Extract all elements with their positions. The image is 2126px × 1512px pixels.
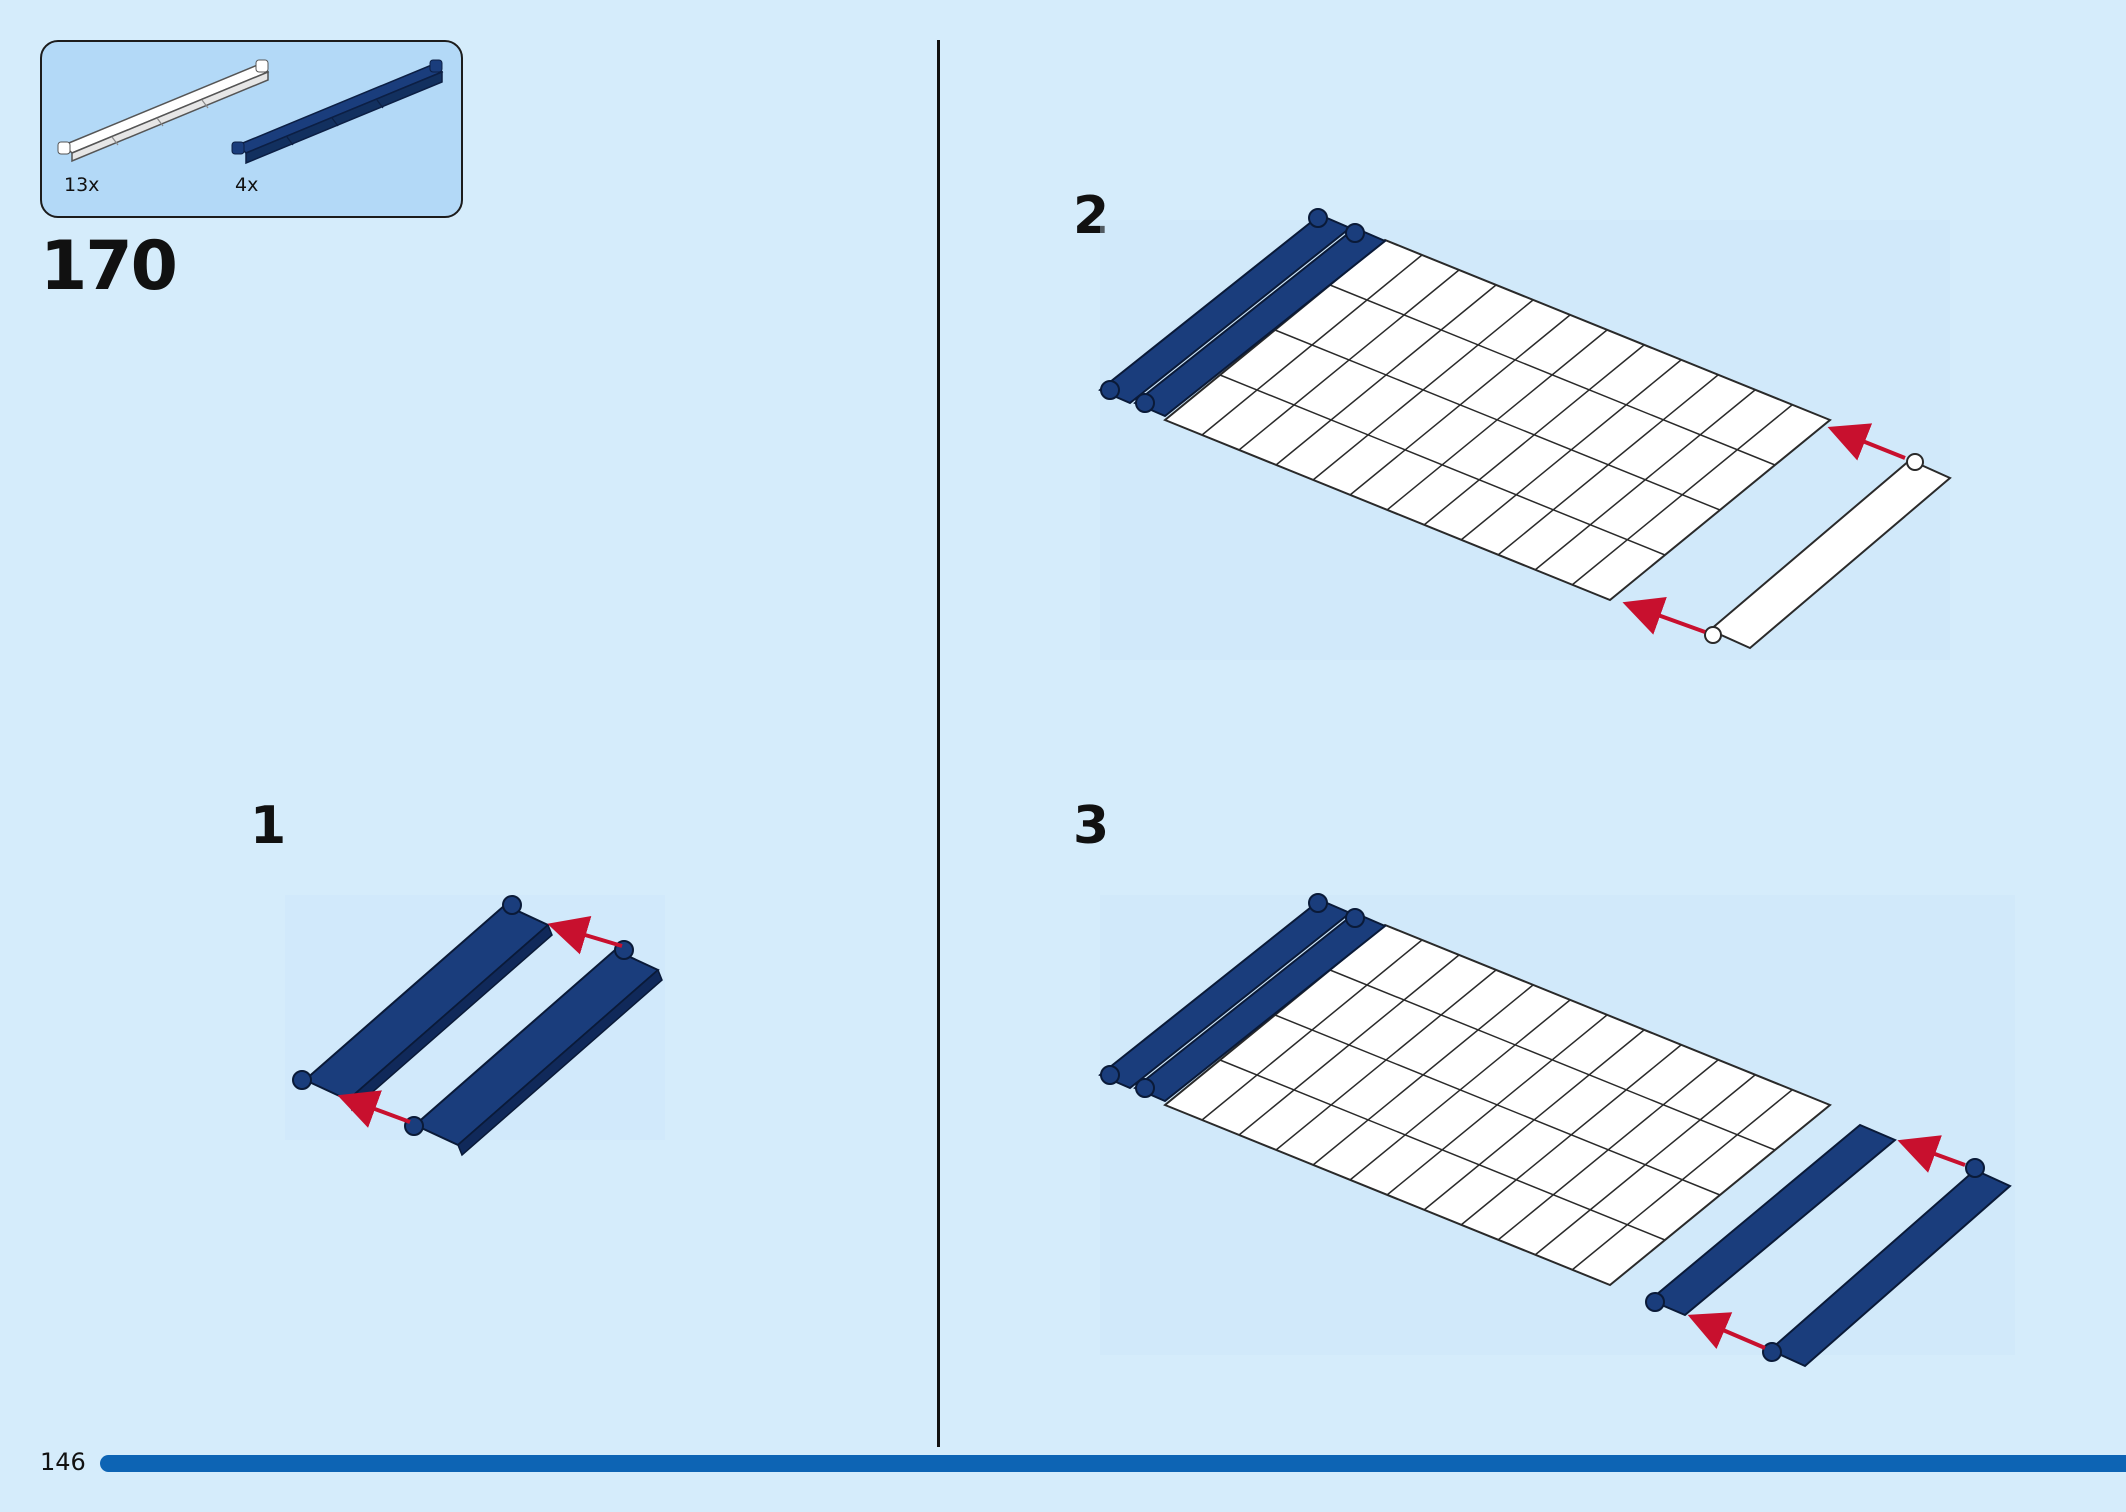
step-2-arrow-top: [1827, 423, 1906, 461]
step-3-blue-frame-back-2: [1133, 911, 1387, 1103]
sub-step-3-number: 3: [1073, 796, 1110, 856]
step-3-blue-frame-front-attached: [1648, 1123, 1897, 1317]
parts-callout: 13x 4x: [40, 40, 463, 218]
step-2-arrow-bottom: [1622, 597, 1706, 635]
white-frame-part-icon: [57, 59, 270, 163]
step-1-arrow-top: [547, 915, 623, 955]
step-2-loose-white-frame: [1708, 458, 1952, 650]
dark-blue-frame-part-icon: [231, 59, 444, 165]
parts-callout-illustration: [57, 59, 444, 165]
step-3-loose-blue-frame: [1768, 1168, 2012, 1368]
sub-step-2-number: 2: [1073, 186, 1110, 246]
main-step-number: 170: [40, 227, 178, 306]
step-2-grid-lines: [1201, 254, 1793, 586]
step-1-arrow-bottom: [337, 1090, 411, 1128]
dark-blue-frame-quantity: 4x: [235, 174, 259, 196]
step-3-arrow-top: [1897, 1135, 1966, 1173]
white-frame-quantity: 13x: [64, 174, 100, 196]
step-3-illustration: [1098, 893, 2015, 1368]
step-2-blue-frame-2: [1133, 226, 1387, 418]
sub-step-1-number: 1: [250, 796, 287, 856]
step-1-blue-frame-front: [404, 940, 663, 1157]
step-1-illustration: [285, 895, 665, 1157]
column-divider: [937, 40, 940, 1447]
step-3-grid-lines: [1201, 939, 1793, 1271]
page-number: 146: [40, 1448, 86, 1476]
footer-progress-bar: [100, 1455, 2126, 1472]
step-2-illustration: [1098, 208, 1952, 660]
step-3-arrow-bottom: [1687, 1312, 1766, 1350]
